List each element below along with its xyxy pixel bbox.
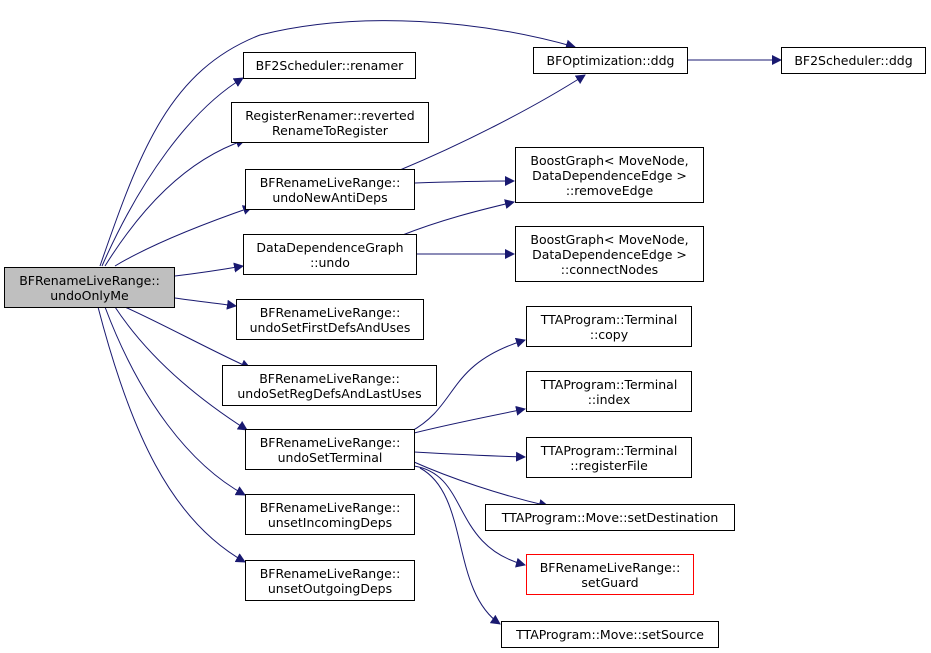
node-undo-set-reg-defs[interactable]: BFRenameLiveRange:: undoSetRegDefsAndLas… <box>222 365 437 406</box>
node-label: TTAProgram::Terminal ::copy <box>540 311 678 342</box>
edge-root-to-unset-incoming <box>104 306 246 496</box>
edge-root-to-unset-outgoing <box>97 306 246 563</box>
edge-root-to-undo-first-defs <box>174 297 237 310</box>
node-terminal-register-file[interactable]: TTAProgram::Terminal ::registerFile <box>526 437 692 478</box>
node-bf2scheduler-ddg[interactable]: BF2Scheduler::ddg <box>781 47 926 74</box>
edge-undo-terminal-to-term-regfile <box>413 451 526 462</box>
node-undo-set-first-defs[interactable]: BFRenameLiveRange:: undoSetFirstDefsAndU… <box>236 299 424 340</box>
node-undo-only-me: BFRenameLiveRange:: undoOnlyMe <box>4 267 175 308</box>
edge-root-to-bfopt-ddg <box>99 20 576 267</box>
node-ddg-undo[interactable]: DataDependenceGraph ::undo <box>243 234 417 275</box>
node-terminal-copy[interactable]: TTAProgram::Terminal ::copy <box>526 306 692 347</box>
node-label: BoostGraph< MoveNode, DataDependenceEdge… <box>530 152 689 198</box>
edge-undo-terminal-to-move-set-source <box>419 467 501 625</box>
node-label: BFOptimization::ddg <box>546 53 675 68</box>
edge-undo-new-anti-to-bfopt-ddg <box>399 74 586 171</box>
edge-root-to-bf2s-renamer <box>101 77 244 267</box>
node-label: BFRenameLiveRange:: unsetIncomingDeps <box>259 499 401 530</box>
node-set-guard[interactable]: BFRenameLiveRange:: setGuard <box>526 554 694 595</box>
node-undo-new-anti-deps[interactable]: BFRenameLiveRange:: undoNewAntiDeps <box>245 169 415 210</box>
node-label: TTAProgram::Terminal ::index <box>540 376 678 407</box>
node-boostgraph-connect-nodes[interactable]: BoostGraph< MoveNode, DataDependenceEdge… <box>515 226 704 282</box>
node-bf2scheduler-renamer[interactable]: BF2Scheduler::renamer <box>243 52 416 79</box>
edge-undo-new-anti-to-bg-remove-edge <box>414 176 515 187</box>
node-label: TTAProgram::Move::setSource <box>516 627 704 642</box>
edge-root-to-undo-new-anti <box>114 205 253 267</box>
edge-root-to-ddg-undo <box>174 262 244 277</box>
node-label: BFRenameLiveRange:: undoNewAntiDeps <box>259 174 401 205</box>
node-bfoptimization-ddg[interactable]: BFOptimization::ddg <box>533 47 688 74</box>
node-label: BF2Scheduler::renamer <box>255 58 404 73</box>
node-label: BFRenameLiveRange:: undoSetRegDefsAndLas… <box>237 370 422 401</box>
node-label: BF2Scheduler::ddg <box>794 53 913 68</box>
edge-undo-terminal-to-move-set-dest <box>413 461 549 509</box>
edge-root-to-undo-terminal <box>114 306 248 431</box>
node-registerrenamer-reverted[interactable]: RegisterRenamer::reverted RenameToRegist… <box>231 102 429 143</box>
node-unset-outgoing-deps[interactable]: BFRenameLiveRange:: unsetOutgoingDeps <box>245 560 415 601</box>
node-boostgraph-remove-edge[interactable]: BoostGraph< MoveNode, DataDependenceEdge… <box>515 147 704 203</box>
edge-undo-terminal-to-set-guard <box>413 465 526 568</box>
node-label: TTAProgram::Move::setDestination <box>501 510 719 525</box>
node-label: BFRenameLiveRange:: unsetOutgoingDeps <box>259 565 401 596</box>
node-undo-set-terminal[interactable]: BFRenameLiveRange:: undoSetTerminal <box>245 429 415 470</box>
edge-root-to-rr-reverted <box>104 138 246 267</box>
node-label: BFRenameLiveRange:: undoSetFirstDefsAndU… <box>249 304 411 335</box>
node-label: RegisterRenamer::reverted RenameToRegist… <box>245 107 415 138</box>
node-label: DataDependenceGraph ::undo <box>256 239 404 270</box>
edge-root-to-undo-reg-defs <box>124 306 251 369</box>
edge-undo-terminal-to-term-copy <box>409 337 526 433</box>
node-label: TTAProgram::Terminal ::registerFile <box>540 442 678 473</box>
node-move-set-destination[interactable]: TTAProgram::Move::setDestination <box>485 504 735 531</box>
node-label: BFRenameLiveRange:: undoOnlyMe <box>19 272 160 303</box>
edge-undo-terminal-to-term-index <box>413 405 526 434</box>
node-label: BoostGraph< MoveNode, DataDependenceEdge… <box>530 231 689 277</box>
node-terminal-index[interactable]: TTAProgram::Terminal ::index <box>526 371 692 412</box>
node-label: BFRenameLiveRange:: undoSetTerminal <box>259 434 401 465</box>
node-move-set-source[interactable]: TTAProgram::Move::setSource <box>501 621 719 648</box>
node-label: BFRenameLiveRange:: setGuard <box>539 559 681 590</box>
node-unset-incoming-deps[interactable]: BFRenameLiveRange:: unsetIncomingDeps <box>245 494 415 535</box>
edge-ddg-undo-to-bg-remove-edge <box>399 199 515 237</box>
